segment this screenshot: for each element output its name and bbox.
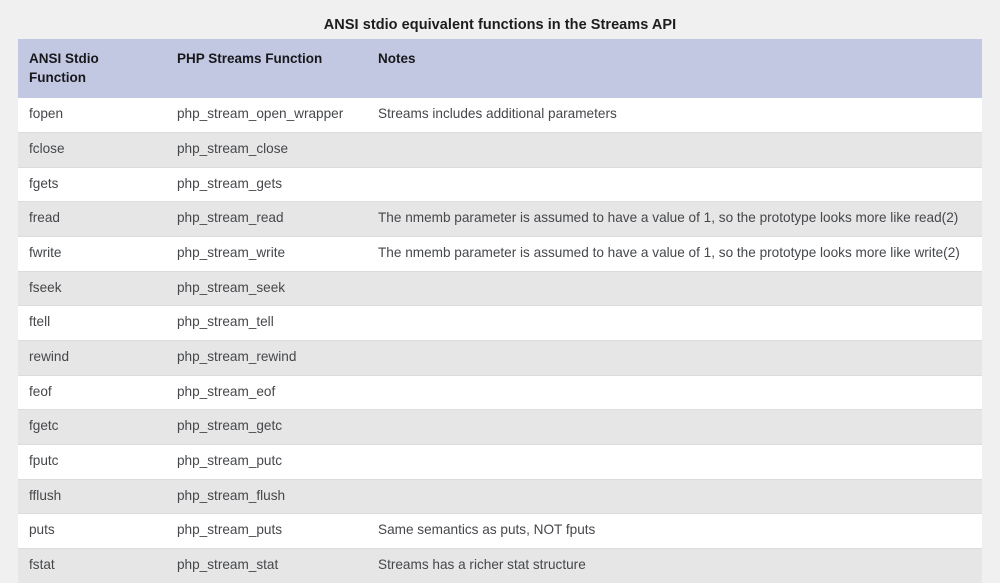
table-row: fclose php_stream_close — [18, 132, 982, 168]
table-container: ANSI Stdio Function PHP Streams Function… — [18, 39, 982, 583]
table-row: ftell php_stream_tell — [18, 305, 982, 341]
table-row: rewind php_stream_rewind — [18, 340, 982, 376]
cell-ansi-function: fflush — [18, 479, 167, 515]
cell-php-function: php_stream_read — [167, 201, 368, 237]
column-header-ansi-stdio-function: ANSI Stdio Function — [18, 39, 167, 99]
cell-notes: Same semantics as puts, NOT fputs — [368, 513, 982, 549]
cell-ansi-function: fclose — [18, 132, 167, 168]
cell-notes — [368, 340, 982, 376]
cell-notes — [368, 167, 982, 203]
table-row: fseek php_stream_seek — [18, 271, 982, 307]
table-row: fwrite php_stream_write The nmemb parame… — [18, 236, 982, 272]
table-row: fflush php_stream_flush — [18, 479, 982, 515]
cell-php-function: php_stream_getc — [167, 409, 368, 445]
cell-notes — [368, 271, 982, 307]
cell-ansi-function: fwrite — [18, 236, 167, 272]
table-header-row: ANSI Stdio Function PHP Streams Function… — [18, 39, 982, 99]
table-row: fread php_stream_read The nmemb paramete… — [18, 201, 982, 237]
cell-ansi-function: rewind — [18, 340, 167, 376]
cell-php-function: php_stream_flush — [167, 479, 368, 515]
table-row: feof php_stream_eof — [18, 375, 982, 411]
cell-php-function: php_stream_eof — [167, 375, 368, 411]
cell-php-function: php_stream_write — [167, 236, 368, 272]
table-row: fgets php_stream_gets — [18, 167, 982, 203]
column-header-notes: Notes — [368, 39, 982, 99]
cell-php-function: php_stream_close — [167, 132, 368, 168]
cell-php-function: php_stream_rewind — [167, 340, 368, 376]
cell-php-function: php_stream_putc — [167, 444, 368, 480]
cell-notes: Streams has a richer stat structure — [368, 548, 982, 583]
cell-notes — [368, 479, 982, 515]
cell-notes — [368, 305, 982, 341]
table-row: fstat php_stream_stat Streams has a rich… — [18, 548, 982, 583]
cell-php-function: php_stream_puts — [167, 513, 368, 549]
table-row: fopen php_stream_open_wrapper Streams in… — [18, 98, 982, 133]
cell-ansi-function: fseek — [18, 271, 167, 307]
cell-ansi-function: feof — [18, 375, 167, 411]
cell-ansi-function: fgets — [18, 167, 167, 203]
cell-ansi-function: fgetc — [18, 409, 167, 445]
table-title: ANSI stdio equivalent functions in the S… — [323, 17, 677, 33]
cell-ansi-function: puts — [18, 513, 167, 549]
ansi-stdio-streams-table: ANSI Stdio Function PHP Streams Function… — [18, 39, 982, 583]
cell-notes: Streams includes additional parameters — [368, 98, 982, 133]
cell-notes — [368, 409, 982, 445]
cell-php-function: php_stream_open_wrapper — [167, 98, 368, 133]
table-row: puts php_stream_puts Same semantics as p… — [18, 513, 982, 549]
cell-ansi-function: fopen — [18, 98, 167, 133]
cell-notes: The nmemb parameter is assumed to have a… — [368, 201, 982, 237]
cell-ansi-function: ftell — [18, 305, 167, 341]
table-row: fputc php_stream_putc — [18, 444, 982, 480]
table-body: fopen php_stream_open_wrapper Streams in… — [18, 98, 982, 583]
cell-ansi-function: fputc — [18, 444, 167, 480]
cell-notes — [368, 132, 982, 168]
cell-ansi-function: fstat — [18, 548, 167, 583]
cell-notes — [368, 375, 982, 411]
cell-notes: The nmemb parameter is assumed to have a… — [368, 236, 982, 272]
cell-php-function: php_stream_gets — [167, 167, 368, 203]
page-root: ANSI stdio equivalent functions in the S… — [18, 17, 982, 572]
cell-php-function: php_stream_tell — [167, 305, 368, 341]
cell-notes — [368, 444, 982, 480]
cell-php-function: php_stream_stat — [167, 548, 368, 583]
cell-php-function: php_stream_seek — [167, 271, 368, 307]
table-header: ANSI Stdio Function PHP Streams Function… — [18, 39, 982, 99]
column-header-php-streams-function: PHP Streams Function — [167, 39, 368, 99]
table-row: fgetc php_stream_getc — [18, 409, 982, 445]
cell-ansi-function: fread — [18, 201, 167, 237]
